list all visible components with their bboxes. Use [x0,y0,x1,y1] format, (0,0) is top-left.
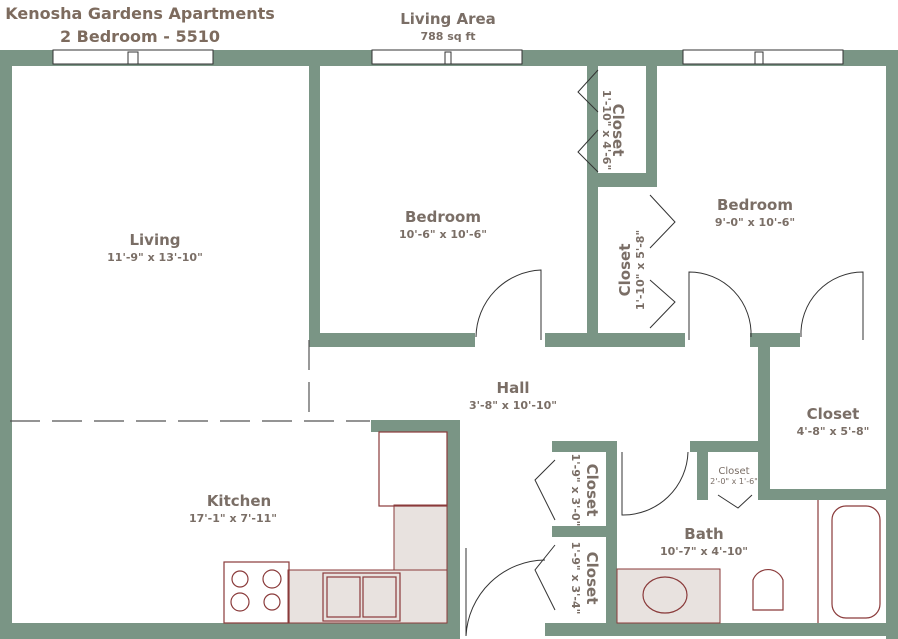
closet-small-label: Closet [718,466,749,477]
closet-c-label: Closet [583,464,601,517]
bedroom2-label: Bedroom [717,196,793,214]
bath-sink-icon [642,576,688,614]
bedroom1-label: Bedroom [405,208,481,226]
closet-d-dims: 1'-9" x 3'-4" [569,542,582,615]
hall-label: Hall [497,379,530,397]
closet-a-dims: 1'-10" x 4'-6" [600,90,613,170]
closet-b-label: Closet [616,244,634,297]
windows [52,49,844,65]
closet-a-label: Closet [609,104,627,157]
kitchen-fixtures [223,431,448,624]
bath-dims: 10'-7" x 4'-10" [660,545,748,558]
kitchen-label: Kitchen [207,492,271,510]
closet-c-dims: 1'-9" x 3'-0" [569,454,582,527]
bedroom2-dims: 9'-0" x 10'-6" [715,216,795,229]
closet-small-dims: 2'-0" x 1'-6" [710,477,758,486]
bath-fixtures [616,500,881,624]
toilet-icon [752,568,784,611]
closet-d-label: Closet [583,552,601,605]
living-label: Living [129,231,180,249]
property-title: Kenosha Gardens Apartments [5,4,275,23]
closet-b-dims: 1'-10" x 5'-8" [634,230,647,310]
bathtub-icon [831,505,881,619]
bath-label: Bath [684,525,723,543]
bedroom1-dims: 10'-6" x 10'-6" [399,228,487,241]
kitchen-dims: 17'-1" x 7'-11" [189,512,277,525]
closet-hall-dims: 4'-8" x 5'-8" [797,425,870,438]
unit-title: 2 Bedroom - 5510 [60,27,220,46]
walls [0,50,898,639]
stove-icon [223,561,290,624]
hall-dims: 3'-8" x 10'-10" [469,399,557,412]
area-value: 788 sq ft [420,30,475,43]
living-dims: 11'-9" x 13'-10" [107,251,203,264]
sink-icon [322,572,401,622]
doors [465,69,864,637]
area-label: Living Area [400,10,496,28]
closet-hall-label: Closet [807,405,860,423]
